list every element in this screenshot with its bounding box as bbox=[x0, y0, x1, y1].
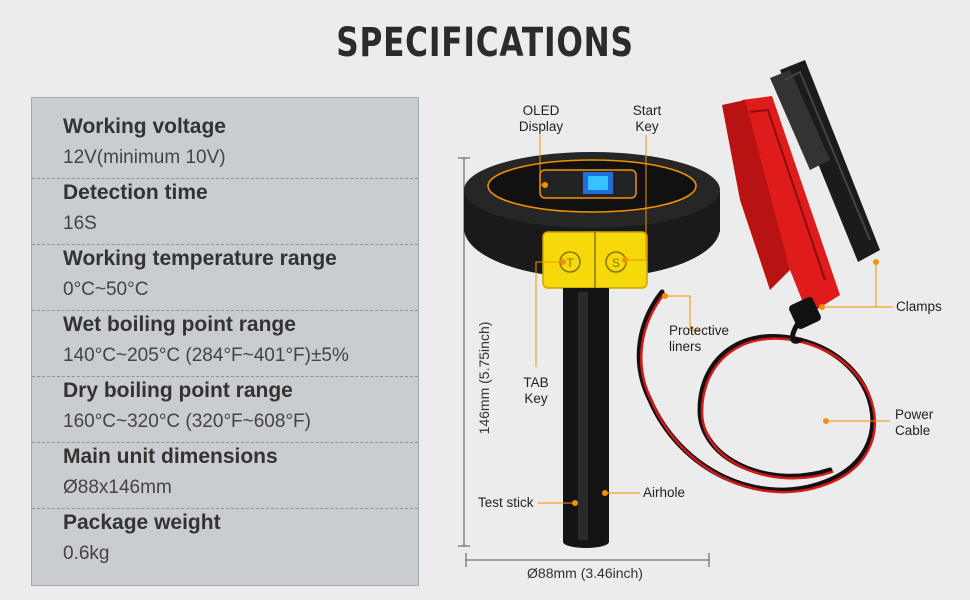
height-dimension-label: 146mm (5.75inch) bbox=[476, 321, 492, 435]
clamps-callout: Clamps bbox=[896, 299, 942, 314]
width-dimension-line bbox=[465, 553, 710, 567]
start-key-callout: Start Key bbox=[622, 103, 672, 135]
callout-line: Protective bbox=[669, 323, 730, 338]
spec-label: Working temperature range bbox=[63, 247, 337, 270]
spec-panel: Working voltage 12V(minimum 10V) Detecti… bbox=[31, 97, 419, 586]
test-stick bbox=[563, 288, 609, 548]
spec-value: 160°C~320°C (320°F~608°F) bbox=[63, 411, 311, 432]
callout-line: OLED bbox=[522, 103, 560, 118]
callout-line: TAB bbox=[523, 375, 549, 390]
spec-label: Detection time bbox=[63, 181, 208, 204]
callout-leaders bbox=[535, 135, 893, 504]
callout-line: Display bbox=[518, 119, 564, 134]
callout-line: Power bbox=[895, 407, 934, 422]
row-divider bbox=[32, 508, 418, 509]
spec-label: Main unit dimensions bbox=[63, 445, 278, 468]
oled-display-callout: OLED Display bbox=[512, 103, 570, 135]
tab-key-callout: TAB Key bbox=[512, 375, 560, 407]
spec-row-detection-time: Detection time 16S bbox=[32, 164, 418, 245]
black-clamp bbox=[770, 60, 880, 262]
callout-dots bbox=[542, 182, 879, 506]
spec-row-dimensions: Main unit dimensions Ø88x146mm bbox=[32, 428, 418, 509]
spec-row-working-temperature: Working temperature range 0°C~50°C bbox=[32, 230, 418, 311]
spec-row-working-voltage: Working voltage 12V(minimum 10V) bbox=[32, 98, 418, 179]
row-divider bbox=[32, 376, 418, 377]
svg-text:S: S bbox=[612, 256, 620, 270]
spec-value: 16S bbox=[63, 213, 97, 234]
spec-label: Wet boiling point range bbox=[63, 313, 296, 336]
key-panel: T S bbox=[542, 231, 648, 289]
row-divider bbox=[32, 178, 418, 179]
spec-label: Dry boiling point range bbox=[63, 379, 293, 402]
spec-value: 0.6kg bbox=[63, 543, 110, 564]
power-cable bbox=[636, 289, 876, 494]
protective-liners-callout: Protective liners bbox=[669, 323, 729, 355]
row-divider bbox=[32, 442, 418, 443]
callout-line: Key bbox=[524, 391, 548, 406]
airhole-callout: Airhole bbox=[643, 485, 686, 500]
width-dimension-label: Ø88mm (3.46inch) bbox=[527, 565, 643, 581]
spec-value: 12V(minimum 10V) bbox=[63, 147, 226, 168]
spec-value: 140°C~205°C (284°F~401°F)±5% bbox=[63, 345, 349, 366]
callout-line: Start bbox=[632, 103, 662, 118]
red-clamp bbox=[722, 96, 840, 329]
spec-row-package-weight: Package weight 0.6kg bbox=[32, 494, 418, 564]
spec-label: Package weight bbox=[63, 511, 221, 534]
power-cable-callout: Power Cable bbox=[895, 407, 933, 439]
svg-text:T: T bbox=[566, 256, 574, 270]
spec-value: 0°C~50°C bbox=[63, 279, 149, 300]
callout-line: liners bbox=[669, 339, 702, 354]
row-divider bbox=[32, 310, 418, 311]
row-divider bbox=[32, 244, 418, 245]
callout-line: Cable bbox=[895, 423, 931, 438]
callout-line: Key bbox=[635, 119, 659, 134]
spec-value: Ø88x146mm bbox=[63, 477, 172, 498]
page-title: SPECIFICATIONS bbox=[336, 20, 634, 66]
test-stick-callout: Test stick bbox=[478, 495, 534, 510]
spec-label: Working voltage bbox=[63, 115, 226, 138]
spec-row-wet-boiling: Wet boiling point range 140°C~205°C (284… bbox=[32, 296, 418, 377]
spec-row-dry-boiling: Dry boiling point range 160°C~320°C (320… bbox=[32, 362, 418, 443]
